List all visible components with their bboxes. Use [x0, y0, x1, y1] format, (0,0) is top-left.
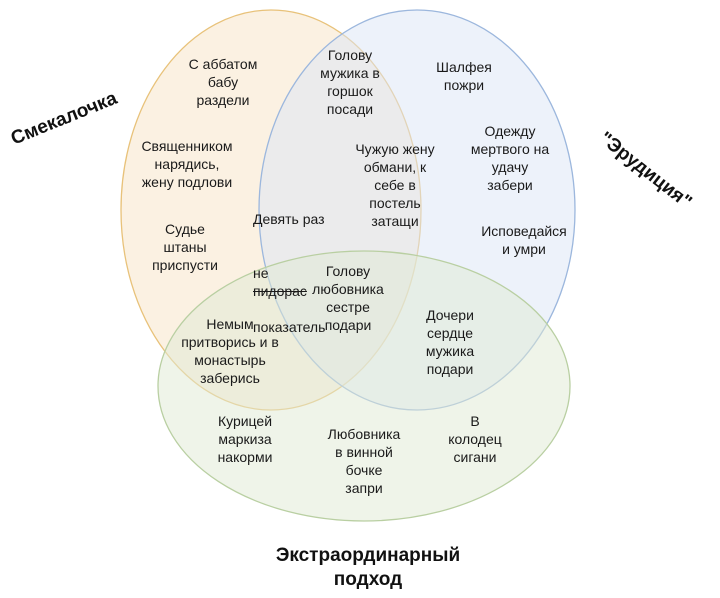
region-left-right-3: Девять раз не пидорас показатель [253, 192, 363, 354]
region-left-right-1: Голову мужика в горшок посади [320, 47, 380, 117]
region-left-only-3: Судье штаны приспусти [152, 221, 218, 273]
region-bottom-only-2: Любовника в винной бочке запри [327, 426, 401, 496]
region-right-only-3: Исповедайся и умри [481, 223, 567, 257]
set-label-bottom: Экстраординарный подход [275, 545, 461, 590]
region-left-right-3-line2: не пидорас [253, 246, 363, 300]
set-circle-bottom [157, 250, 571, 522]
region-right-only-2: Одежду мертвого на удачу забери [470, 123, 550, 193]
region-left-right-2: Чужую жену обмани, к себе в постель зата… [355, 141, 435, 229]
region-left-right-3-line3: показатель [253, 319, 326, 335]
region-left-bottom: Немым притворись и в монастырь заберись [181, 316, 279, 386]
region-left-right-3-prefix: не [253, 265, 269, 281]
region-center: Голову любовника сестре подари [312, 263, 384, 333]
region-right-only-1: Шалфея пожри [436, 59, 492, 93]
region-left-only-1: С аббатом бабу раздели [188, 56, 258, 108]
region-right-bottom: Дочери сердце мужика подари [425, 307, 475, 377]
region-left-right-3-line1: Девять раз [253, 211, 325, 227]
region-left-only-2: Священником нарядись, жену подлови [141, 138, 233, 190]
strikethrough-word: пидорас [253, 283, 307, 299]
region-bottom-only-3: В колодец сигани [448, 413, 502, 465]
region-bottom-only-1: Курицей маркиза накорми [217, 413, 273, 465]
